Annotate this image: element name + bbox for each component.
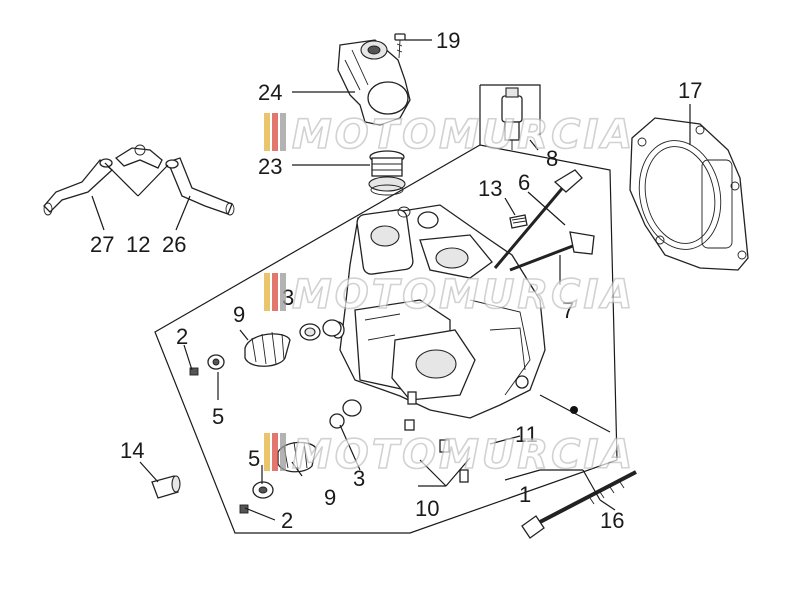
- watermark-1: MOTOMURCIA: [264, 111, 635, 159]
- callout-5-lower: 5: [248, 446, 260, 471]
- thermostat-part: [368, 150, 406, 196]
- callout-9-upper: 9: [233, 302, 245, 327]
- hose-part-26: [165, 157, 235, 216]
- head-gasket-part: [629, 117, 749, 271]
- watermark-2: MOTOMURCIA: [264, 271, 635, 319]
- callout-16: 16: [600, 508, 624, 533]
- callout-8: 8: [546, 146, 558, 171]
- callout-2-upper: 2: [176, 324, 188, 349]
- callout-13: 13: [478, 176, 502, 201]
- callout-10: 10: [415, 496, 439, 521]
- valve-part-6: [493, 169, 583, 269]
- watermark-text: MOTOMURCIA: [292, 432, 635, 478]
- callout-19: 19: [436, 28, 460, 53]
- watermark-stripe-3: [280, 273, 286, 311]
- callout-9-lower: 9: [324, 485, 336, 510]
- plug-part: [151, 475, 181, 499]
- watermark-3: MOTOMURCIA: [264, 431, 635, 479]
- valve-cap-upper: [299, 319, 342, 341]
- leader-lines: [91, 39, 691, 521]
- spring-seat-lower: [252, 481, 274, 499]
- watermark-text: MOTOMURCIA: [292, 272, 635, 318]
- watermark-stripe-1: [264, 113, 270, 151]
- watermark-stripe-3: [280, 433, 286, 471]
- valve-key-upper: [189, 367, 199, 376]
- hose-connector-part: [114, 144, 163, 169]
- part-8-frame: [479, 84, 541, 145]
- screw-part-19: [394, 33, 406, 59]
- watermark-stripe-1: [264, 273, 270, 311]
- callout-17: 17: [678, 78, 702, 103]
- valve-part-7: [509, 231, 595, 272]
- hose-part-27: [43, 158, 113, 216]
- valve-spring-upper: [244, 331, 291, 367]
- dowel-part: [439, 439, 450, 453]
- callout-24: 24: [258, 80, 282, 105]
- callout-6: 6: [518, 170, 530, 195]
- cylinder-head-part: [331, 204, 546, 483]
- long-bolt-part: [521, 470, 637, 539]
- spring-seat-upper: [207, 354, 225, 370]
- callout-7: 7: [562, 298, 574, 323]
- callout-5-upper: 5: [212, 404, 224, 429]
- callout-11: 11: [515, 422, 538, 447]
- watermark-stripe-2: [272, 113, 278, 151]
- watermark-stripe-2: [272, 433, 278, 471]
- watermark-text: MOTOMURCIA: [292, 112, 635, 158]
- callout-labels: 19 24 17 8 23 6 13 27 12 26 7 9 3 2 5 14…: [90, 28, 702, 533]
- callout-12: 12: [126, 232, 150, 257]
- callout-2-lower: 2: [281, 508, 293, 533]
- callout-23: 23: [258, 154, 282, 179]
- stud-part: [509, 214, 528, 229]
- watermark-stripe-1: [264, 433, 270, 471]
- callout-1: 1: [519, 482, 531, 507]
- valve-cap-lower: [329, 399, 362, 429]
- callout-27: 27: [90, 232, 114, 257]
- callout-14: 14: [120, 438, 144, 463]
- callout-26: 26: [162, 232, 186, 257]
- watermark-stripe-3: [280, 113, 286, 151]
- watermark-stripe-2: [272, 273, 278, 311]
- callout-3-lower: 3: [353, 466, 365, 491]
- sensor-part: [501, 87, 523, 150]
- thermostat-housing-part: [337, 39, 411, 126]
